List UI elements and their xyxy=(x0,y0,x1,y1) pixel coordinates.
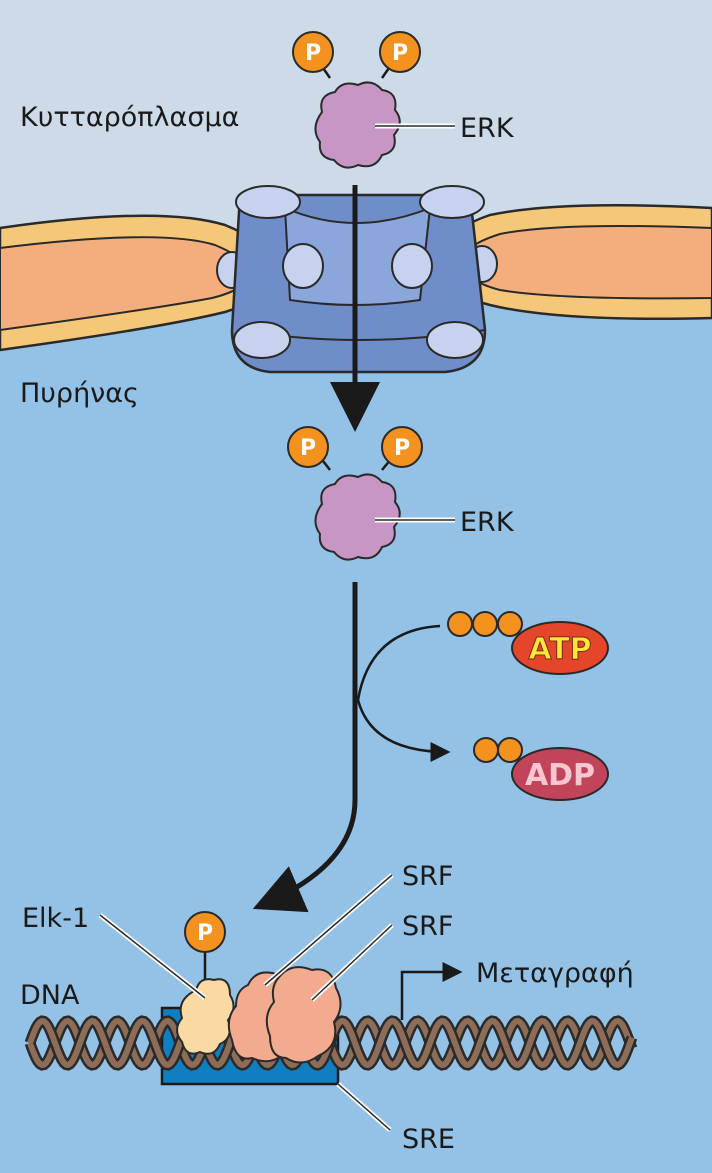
srf-label-2: SRF xyxy=(402,911,453,942)
adp-molecule: ADP xyxy=(473,737,609,801)
erk-cytoplasm: P P ERK xyxy=(292,31,515,169)
erk-label-top: ERK xyxy=(460,113,515,144)
phosphate-label: P xyxy=(300,436,316,461)
pore-subunit xyxy=(426,321,484,359)
erk-nucleus: P P ERK xyxy=(287,426,515,561)
srf-leader xyxy=(264,874,393,986)
phosphate-icon xyxy=(287,426,329,468)
srf-label-1: SRF xyxy=(402,861,453,892)
phosphorylation-arrow xyxy=(252,582,358,913)
elk1-leader xyxy=(99,914,206,999)
phosphate-label: P xyxy=(394,436,410,461)
phosphate-label: P xyxy=(392,41,408,66)
phosphate-icon xyxy=(184,911,226,953)
cytoplasm-label: Κυτταρόπλασμα xyxy=(20,102,239,133)
nuclear-pore-complex xyxy=(230,185,487,374)
transcription-label: Μεταγραφή xyxy=(476,958,634,989)
phosphate-icon xyxy=(379,31,421,73)
atp-consumption-curve xyxy=(356,624,441,701)
elk1-label: Elk-1 xyxy=(22,903,89,934)
nucleus-label: Πυρήνας xyxy=(20,378,139,409)
pore-subunit xyxy=(282,243,324,289)
phosphate-label: P xyxy=(305,41,321,66)
sre-leader xyxy=(337,1083,391,1131)
erk-label-mid: ERK xyxy=(460,507,515,538)
srf-leader xyxy=(311,924,393,1001)
pore-subunit xyxy=(233,321,291,359)
atp-molecule: ATP xyxy=(447,611,609,675)
atp-label: ATP xyxy=(528,632,591,667)
pore-subunit xyxy=(235,185,301,219)
phosphate-icon xyxy=(292,31,334,73)
nuclear-envelope-right xyxy=(438,203,712,321)
sre-label: SRE xyxy=(402,1124,455,1155)
adp-release-arrow xyxy=(356,699,451,762)
phosphate-label: P xyxy=(197,921,213,946)
transcription-arrow xyxy=(400,962,463,1020)
elk1-protein: P xyxy=(176,911,235,1055)
dna-label: DNA xyxy=(20,980,80,1011)
pore-subunit xyxy=(419,185,485,219)
phosphate-icon xyxy=(381,426,423,468)
adp-label: ADP xyxy=(525,758,595,793)
pore-subunit xyxy=(391,243,433,289)
